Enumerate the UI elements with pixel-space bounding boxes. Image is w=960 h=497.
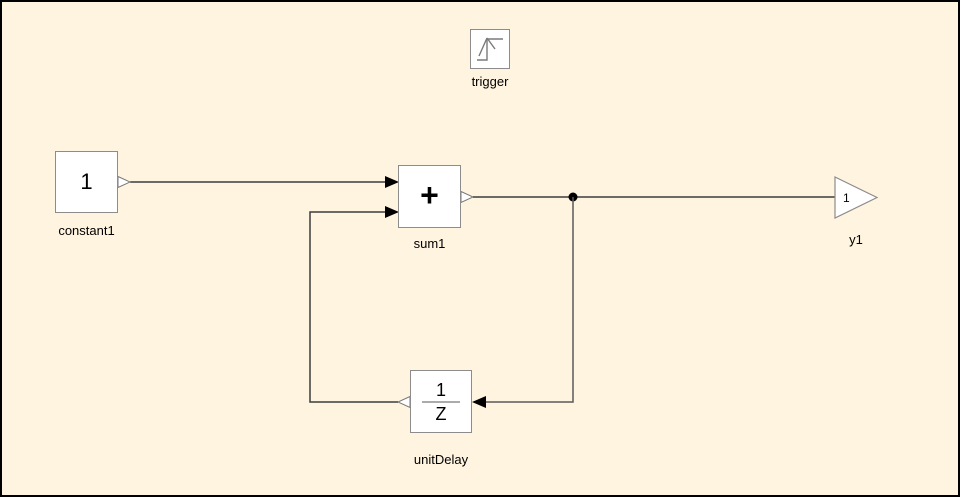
sum1-operator: + bbox=[420, 176, 439, 213]
sum1-label: sum1 bbox=[413, 236, 446, 251]
arrowhead-sum1-input1 bbox=[385, 176, 399, 188]
block-unitdelay[interactable]: 1 Z bbox=[410, 370, 472, 433]
block-trigger[interactable] bbox=[470, 29, 510, 69]
rising-edge-trigger-icon bbox=[477, 37, 503, 61]
constant1-value: 1 bbox=[80, 169, 93, 194]
wire-branch-to-unitdelay[interactable] bbox=[486, 197, 574, 403]
fraction-bar bbox=[422, 400, 460, 403]
arrowhead-unitdelay-input bbox=[472, 396, 486, 408]
output-port-unitdelay bbox=[396, 395, 411, 409]
block-y1[interactable] bbox=[834, 176, 879, 219]
trigger-label: trigger bbox=[471, 74, 509, 89]
unitdelay-denominator: Z bbox=[435, 403, 447, 424]
block-constant1[interactable]: 1 bbox=[55, 151, 118, 213]
output-port-sum1 bbox=[460, 190, 475, 204]
constant1-label: constant1 bbox=[58, 223, 115, 238]
y1-port-number: 1 bbox=[843, 191, 850, 205]
y1-label: y1 bbox=[849, 232, 863, 247]
unitdelay-transfer-function: 1 Z bbox=[422, 380, 460, 424]
unitdelay-numerator: 1 bbox=[435, 379, 446, 400]
arrowhead-sum1-input2 bbox=[385, 206, 399, 218]
output-port-constant1 bbox=[117, 175, 132, 189]
wire-unitdelay-to-sum1[interactable] bbox=[309, 211, 398, 403]
unitdelay-label: unitDelay bbox=[413, 452, 469, 467]
block-sum1[interactable]: + bbox=[398, 165, 461, 228]
